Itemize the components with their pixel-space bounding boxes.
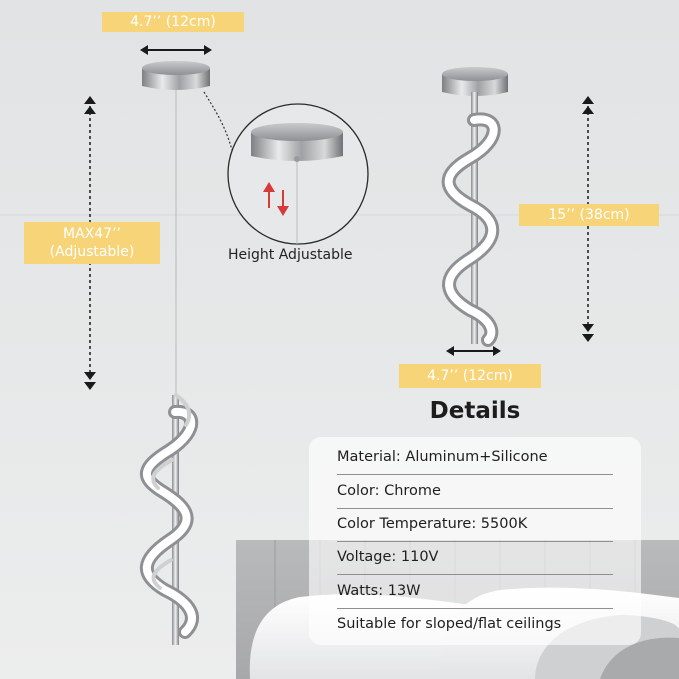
red-down-arrow-icon [277,190,289,216]
spec-color: Color: Chrome [337,475,613,509]
max-height-note: (Adjustable) [49,244,135,260]
max-height-label: MAX47’’ (Adjustable) [24,222,160,264]
canopy-width-label: 4.7’’ (12cm) [102,12,244,32]
fixture-height-arrow [582,96,594,342]
right-pendant-light [441,67,508,347]
height-adjust-inset [203,91,369,245]
fixture-height-label: 15’’ (38cm) [519,204,659,226]
canopy-width-arrow [140,45,212,55]
spec-ceiling: Suitable for sloped/flat ceilings [337,616,562,632]
max-height-arrow [84,96,96,390]
spec-watts: Watts: 13W [337,575,613,609]
spec-color-temperature: Color Temperature: 5500K [337,508,613,542]
max-height-value: MAX47’’ [63,226,121,242]
spec-material: Material: Aluminum+Silicone [337,441,613,475]
red-up-arrow-icon [263,182,275,208]
height-adjustable-caption: Height Adjustable [228,247,353,263]
left-pendant-light [139,61,210,645]
spec-voltage: Voltage: 110V [337,541,613,575]
fixture-width-label: 4.7’’ (12cm) [399,364,541,388]
details-title: Details [429,398,521,424]
fixture-width-arrow [446,346,501,356]
